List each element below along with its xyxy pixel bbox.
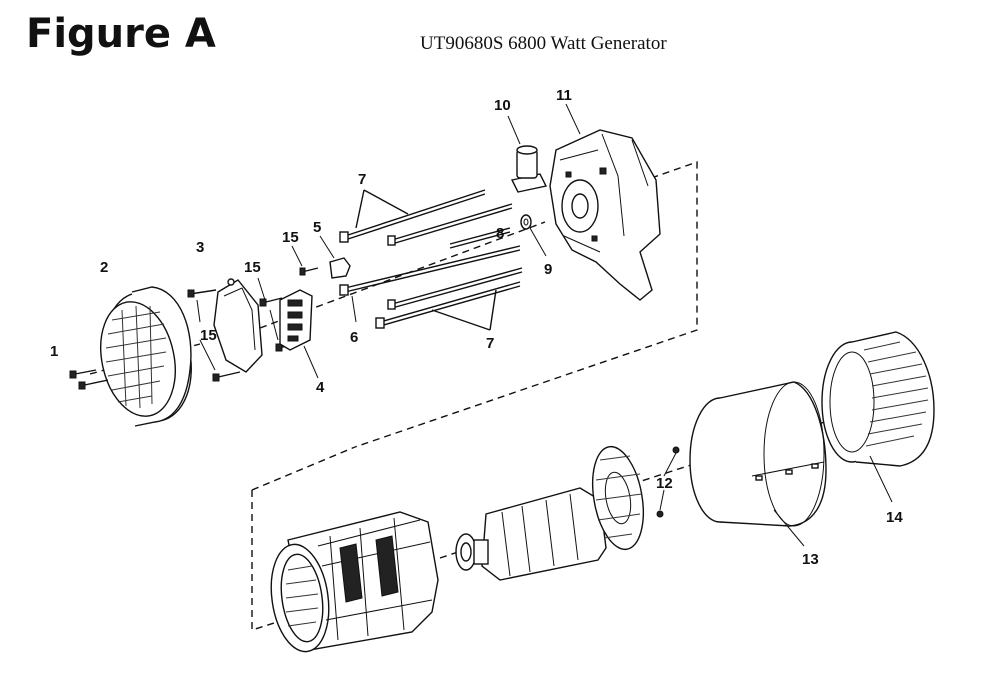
part-15-screws-left[interactable] (187, 289, 241, 382)
part-6-bolt[interactable] (339, 245, 521, 323)
part-5-bracket[interactable] (319, 235, 351, 279)
part-13-stator-cover[interactable] (689, 381, 827, 547)
stator-slots (285, 565, 319, 627)
part-9-washer[interactable] (520, 214, 547, 257)
callout-9: 9 (544, 261, 552, 278)
callout-11: 11 (556, 87, 572, 104)
callout-7-upper: 7 (358, 171, 366, 188)
callout-15-left: 15 (200, 327, 217, 344)
part-7-through-bolts-lower[interactable] (375, 267, 523, 331)
end-cover-vent-grid (105, 305, 167, 409)
callout-12: 12 (656, 475, 673, 492)
callout-14: 14 (886, 509, 903, 526)
figure-label: Figure A (26, 11, 216, 57)
callout-5: 5 (313, 219, 321, 236)
part-7-through-bolts-upper[interactable] (339, 189, 513, 246)
part-3-brush-cover[interactable] (213, 278, 263, 373)
fan-guard-grille (863, 341, 929, 447)
callout-10: 10 (494, 97, 511, 114)
callout-15-middle: 15 (244, 259, 261, 276)
part-15-screw-upper[interactable] (291, 245, 319, 276)
rotor[interactable] (455, 443, 651, 581)
callout-3: 3 (196, 239, 204, 256)
callout-1: 1 (50, 343, 58, 360)
stator[interactable] (265, 511, 439, 655)
document-title: UT90680S 6800 Watt Generator (420, 33, 667, 54)
part-2-end-cover[interactable] (91, 285, 203, 430)
callout-2: 2 (100, 259, 108, 276)
callout-13: 13 (802, 551, 819, 568)
part-10-bearing-cap[interactable] (507, 115, 548, 193)
callout-15-upper: 15 (282, 229, 299, 246)
callout-8: 8 (496, 225, 504, 242)
part-14-fan-guard[interactable] (821, 331, 935, 503)
part-1-screws[interactable] (69, 369, 109, 390)
lower-assembly-dashed-line (251, 419, 831, 631)
rotor-fan (591, 445, 645, 551)
callout-6: 6 (350, 329, 358, 346)
callout-4: 4 (316, 379, 325, 396)
part-8-stud[interactable] (449, 227, 511, 249)
part-4-brush-holder[interactable] (279, 289, 319, 379)
part-11-rear-bearing-carrier[interactable] (549, 103, 661, 301)
callout-7-lower: 7 (486, 335, 494, 352)
part-12-screws[interactable] (656, 446, 680, 518)
